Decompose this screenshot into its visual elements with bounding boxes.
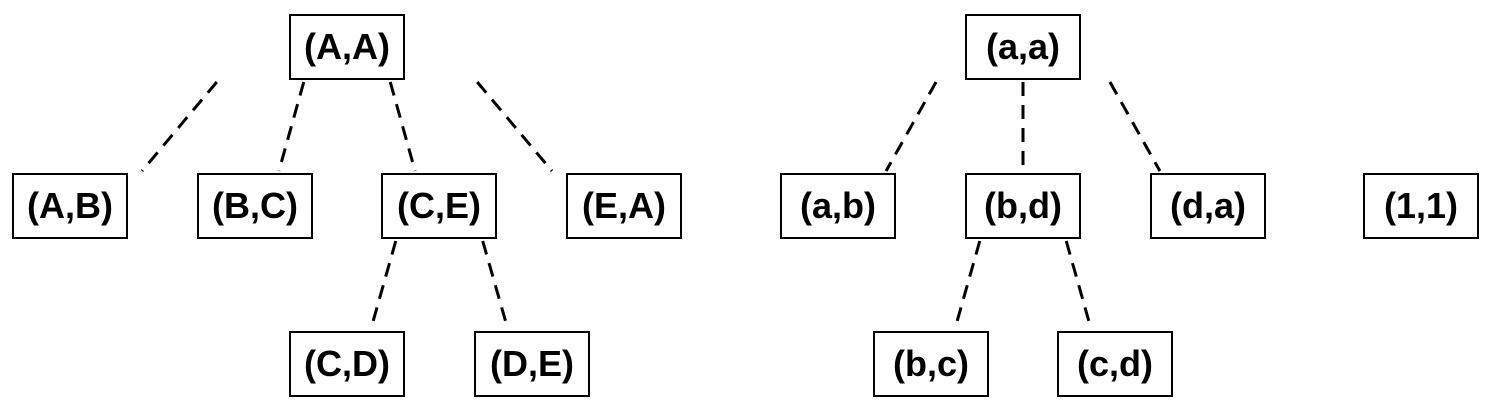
edge-bd-cd	[1064, 240, 1093, 330]
node-D-E: (D,E)	[474, 331, 590, 397]
node-A-B: (A,B)	[12, 173, 128, 239]
node-C-E: (C,E)	[381, 173, 497, 239]
node-1-1: (1,1)	[1363, 173, 1479, 239]
edge-CE-CD	[369, 240, 398, 330]
node-E-A: (E,A)	[566, 173, 682, 239]
edge-CE-DE	[481, 240, 510, 330]
edge-AA-CE	[388, 81, 417, 172]
edge-AA-BC	[277, 81, 306, 172]
edge-bd-bc	[953, 240, 982, 330]
node-C-D: (C,D)	[289, 331, 405, 397]
node-B-C: (B,C)	[197, 173, 313, 239]
node-b-c: (b,c)	[873, 331, 989, 397]
edge-AA-AB	[140, 81, 218, 172]
node-d-a: (d,a)	[1150, 173, 1266, 239]
edge-AA-EA	[476, 81, 554, 172]
edge-aa-da	[1108, 81, 1162, 172]
node-a-b: (a,b)	[780, 173, 896, 239]
node-c-d: (c,d)	[1057, 331, 1173, 397]
node-a-a: (a,a)	[965, 14, 1081, 80]
node-A-A: (A,A)	[289, 14, 405, 80]
edge-aa-ab	[884, 81, 938, 172]
node-b-d: (b,d)	[965, 173, 1081, 239]
